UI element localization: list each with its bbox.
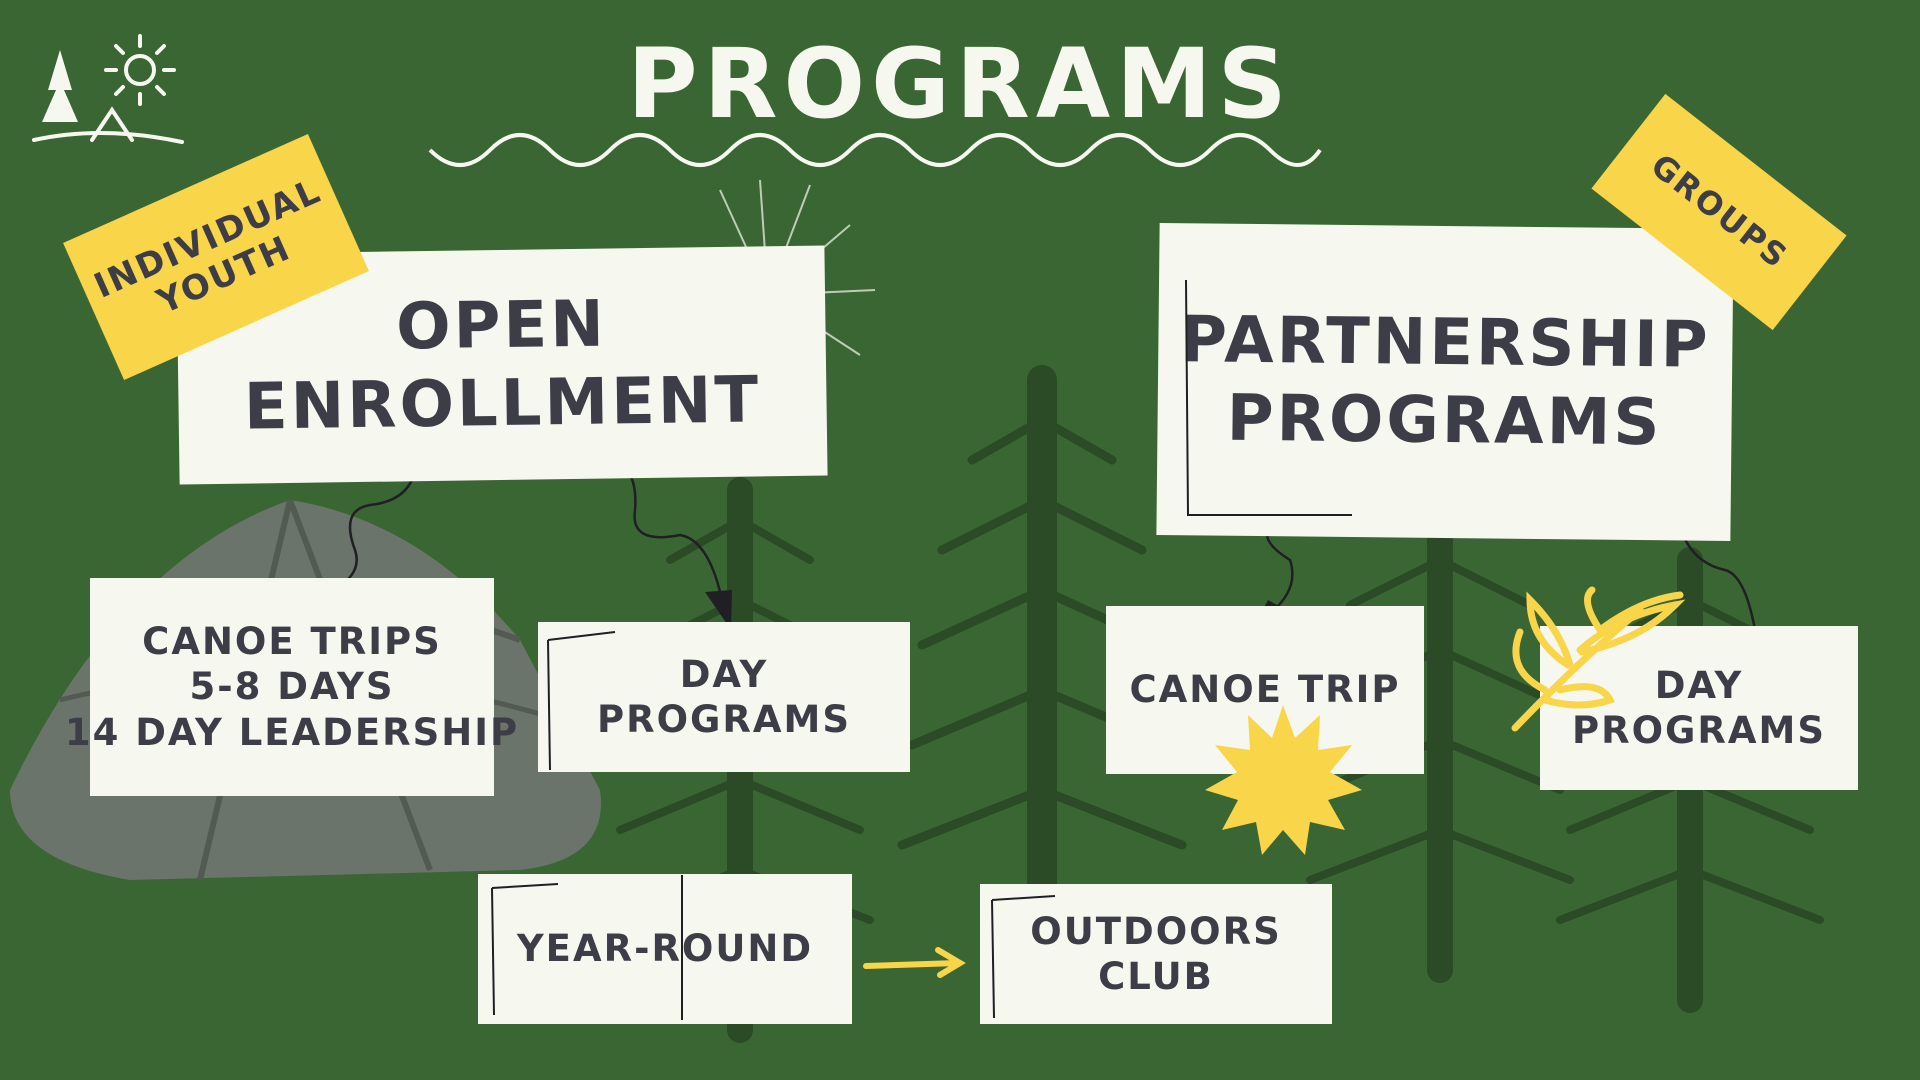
outdoors-club-card: OUTDOORS CLUB bbox=[980, 884, 1332, 1024]
canoe-trips-line: CANOE TRIPS bbox=[142, 620, 442, 664]
arrowhead bbox=[705, 590, 732, 630]
canoe-trips-card: CANOE TRIPS 5-8 DAYS 14 DAY LEADERSHIP bbox=[65, 578, 517, 796]
canoe-trips-line: 5-8 DAYS bbox=[189, 665, 395, 709]
page-title: PROGRAMS bbox=[627, 28, 1293, 140]
day-programs-open-card: DAY PROGRAMS bbox=[538, 622, 910, 772]
year-round-card: YEAR-ROUND bbox=[478, 874, 852, 1024]
camp-logo-icon bbox=[32, 34, 184, 144]
day-programs-line: PROGRAMS bbox=[1571, 709, 1827, 752]
canoe-trip-partner-card: CANOE TRIP bbox=[1106, 606, 1424, 774]
open-enrollment-line: ENROLLMENT bbox=[243, 363, 762, 445]
outdoors-club-line: OUTDOORS bbox=[1030, 909, 1282, 953]
wavy-underline bbox=[428, 133, 1322, 167]
day-programs-line: PROGRAMS bbox=[596, 698, 852, 741]
outdoors-club-line: CLUB bbox=[1098, 955, 1214, 998]
partnership-programs-line: PARTNERSHIP bbox=[1179, 303, 1712, 383]
year-round-label: YEAR-ROUND bbox=[516, 927, 814, 971]
open-enrollment-line: OPEN bbox=[395, 287, 608, 365]
day-programs-line: DAY bbox=[679, 652, 769, 696]
day-programs-line: DAY bbox=[1654, 663, 1744, 707]
day-programs-partner-card: DAY PROGRAMS bbox=[1540, 626, 1858, 790]
canoe-trips-line: 14 DAY LEADERSHIP bbox=[64, 710, 520, 754]
canoe-trip-label: CANOE TRIP bbox=[1129, 668, 1401, 712]
partnership-programs-card: PARTNERSHIP PROGRAMS bbox=[1156, 223, 1734, 541]
partnership-programs-line: PROGRAMS bbox=[1226, 381, 1663, 461]
